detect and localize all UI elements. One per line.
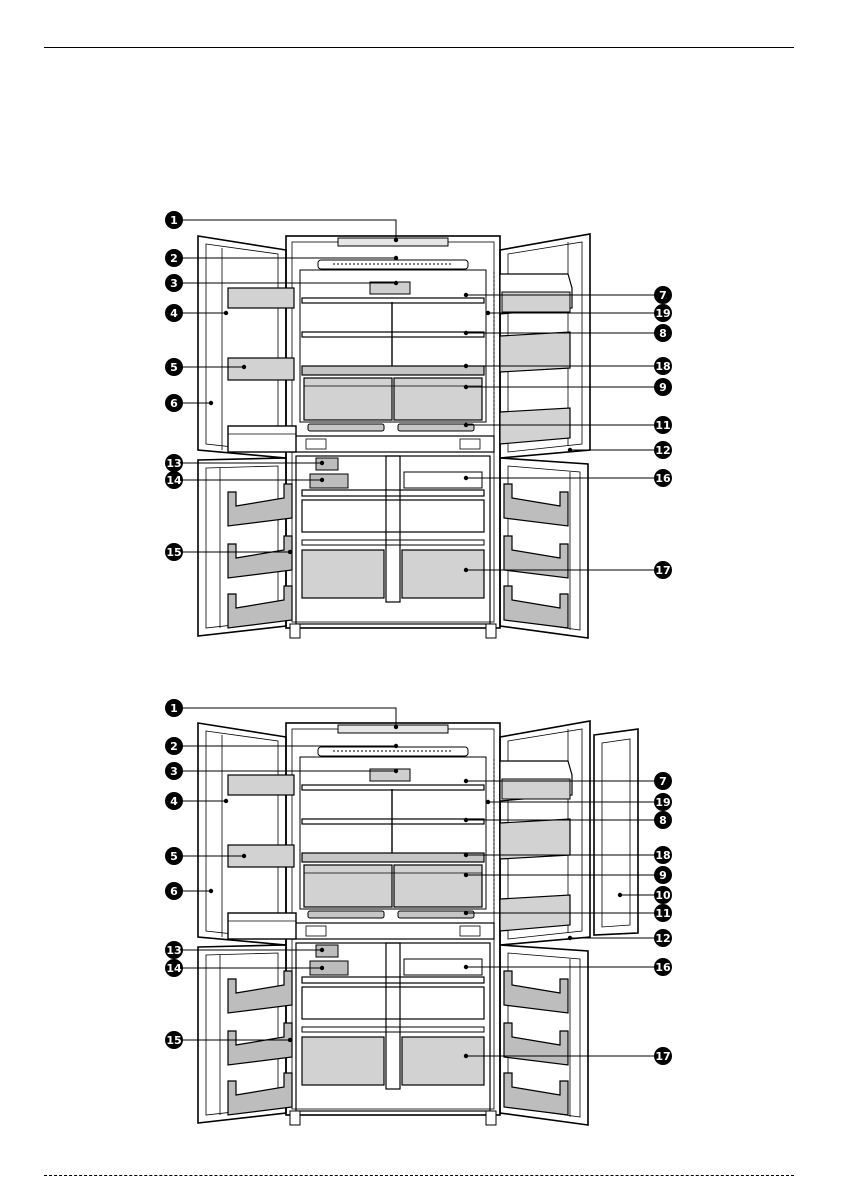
leader-dot	[224, 311, 228, 315]
callout-4: 4	[165, 304, 228, 322]
callout-number: 17	[655, 1050, 670, 1063]
callout-number: 8	[659, 814, 667, 827]
callout-number: 6	[170, 397, 178, 410]
callout-13: 13	[165, 454, 324, 472]
leader-dot	[394, 256, 398, 260]
callout-number: 14	[166, 962, 182, 975]
leader-dot	[242, 365, 246, 369]
callout-number: 11	[655, 419, 670, 432]
diagram-bottom	[198, 721, 638, 1125]
callout-number: 5	[170, 361, 178, 374]
callout-16: 16	[464, 958, 672, 976]
leader-dot	[394, 281, 398, 285]
callout-number: 12	[655, 444, 670, 457]
leader-dot	[618, 893, 622, 897]
callout-12: 12	[568, 441, 672, 459]
callout-number: 12	[655, 932, 670, 945]
callout-number: 9	[659, 869, 667, 882]
callout-number: 8	[659, 327, 667, 340]
leader-dot	[464, 423, 468, 427]
callout-number: 16	[655, 472, 671, 485]
callout-number: 6	[170, 885, 178, 898]
callout-14: 14	[165, 471, 324, 489]
leader-dot	[320, 966, 324, 970]
callout-number: 2	[170, 740, 178, 753]
callout-number: 4	[170, 307, 178, 320]
callout-12: 12	[568, 929, 672, 947]
leader-dot	[464, 364, 468, 368]
callout-number: 15	[166, 546, 181, 559]
leader-dot	[464, 476, 468, 480]
callout-2: 2	[165, 249, 398, 267]
callout-16: 16	[464, 469, 672, 487]
callout-number: 19	[655, 307, 670, 320]
callout-number: 18	[655, 849, 670, 862]
leader-dot	[394, 769, 398, 773]
leader-dot	[288, 550, 292, 554]
callout-2: 2	[165, 737, 398, 755]
callout-10: 10	[618, 886, 672, 904]
leader-dot	[464, 331, 468, 335]
leader-dot	[568, 448, 572, 452]
leader-dot	[394, 238, 398, 242]
leader-dot	[464, 818, 468, 822]
callout-number: 7	[659, 289, 667, 302]
leader-dot	[464, 911, 468, 915]
leader-dot	[464, 568, 468, 572]
leader-dot	[568, 936, 572, 940]
leader-dot	[464, 293, 468, 297]
leader-dot	[320, 461, 324, 465]
callout-number: 13	[166, 457, 181, 470]
callout-number: 11	[655, 907, 670, 920]
callout-number: 1	[170, 214, 178, 227]
leader-dot	[209, 889, 213, 893]
leader-dot	[224, 799, 228, 803]
callout-number: 5	[170, 850, 178, 863]
callout-number: 3	[170, 765, 178, 778]
leader-dot	[464, 853, 468, 857]
callout-14: 14	[165, 959, 324, 977]
leader-dot	[242, 854, 246, 858]
callout-number: 18	[655, 360, 670, 373]
callout-number: 16	[655, 961, 671, 974]
callout-13: 13	[165, 941, 324, 959]
leader-dot	[320, 478, 324, 482]
leader-dot	[486, 800, 490, 804]
leader-dot	[464, 873, 468, 877]
leader-dot	[486, 311, 490, 315]
leader-dot	[209, 401, 213, 405]
callout-number: 17	[655, 564, 670, 577]
callout-4: 4	[165, 792, 228, 810]
leader-dot	[464, 779, 468, 783]
leader-dot	[320, 948, 324, 952]
callout-number: 4	[170, 795, 178, 808]
callout-number: 2	[170, 252, 178, 265]
callout-number: 1	[170, 702, 178, 715]
callout-number: 13	[166, 944, 181, 957]
callout-number: 10	[655, 889, 671, 902]
callout-number: 15	[166, 1034, 181, 1047]
leader-dot	[394, 725, 398, 729]
leader-dot	[464, 965, 468, 969]
leader-dot	[394, 744, 398, 748]
callout-number: 9	[659, 381, 667, 394]
callout-number: 3	[170, 277, 178, 290]
callout-number: 14	[166, 474, 182, 487]
leader-dot	[464, 1054, 468, 1058]
leader-dot	[464, 385, 468, 389]
callout-number: 7	[659, 775, 667, 788]
leader-dot	[288, 1038, 292, 1042]
callout-number: 19	[655, 796, 670, 809]
